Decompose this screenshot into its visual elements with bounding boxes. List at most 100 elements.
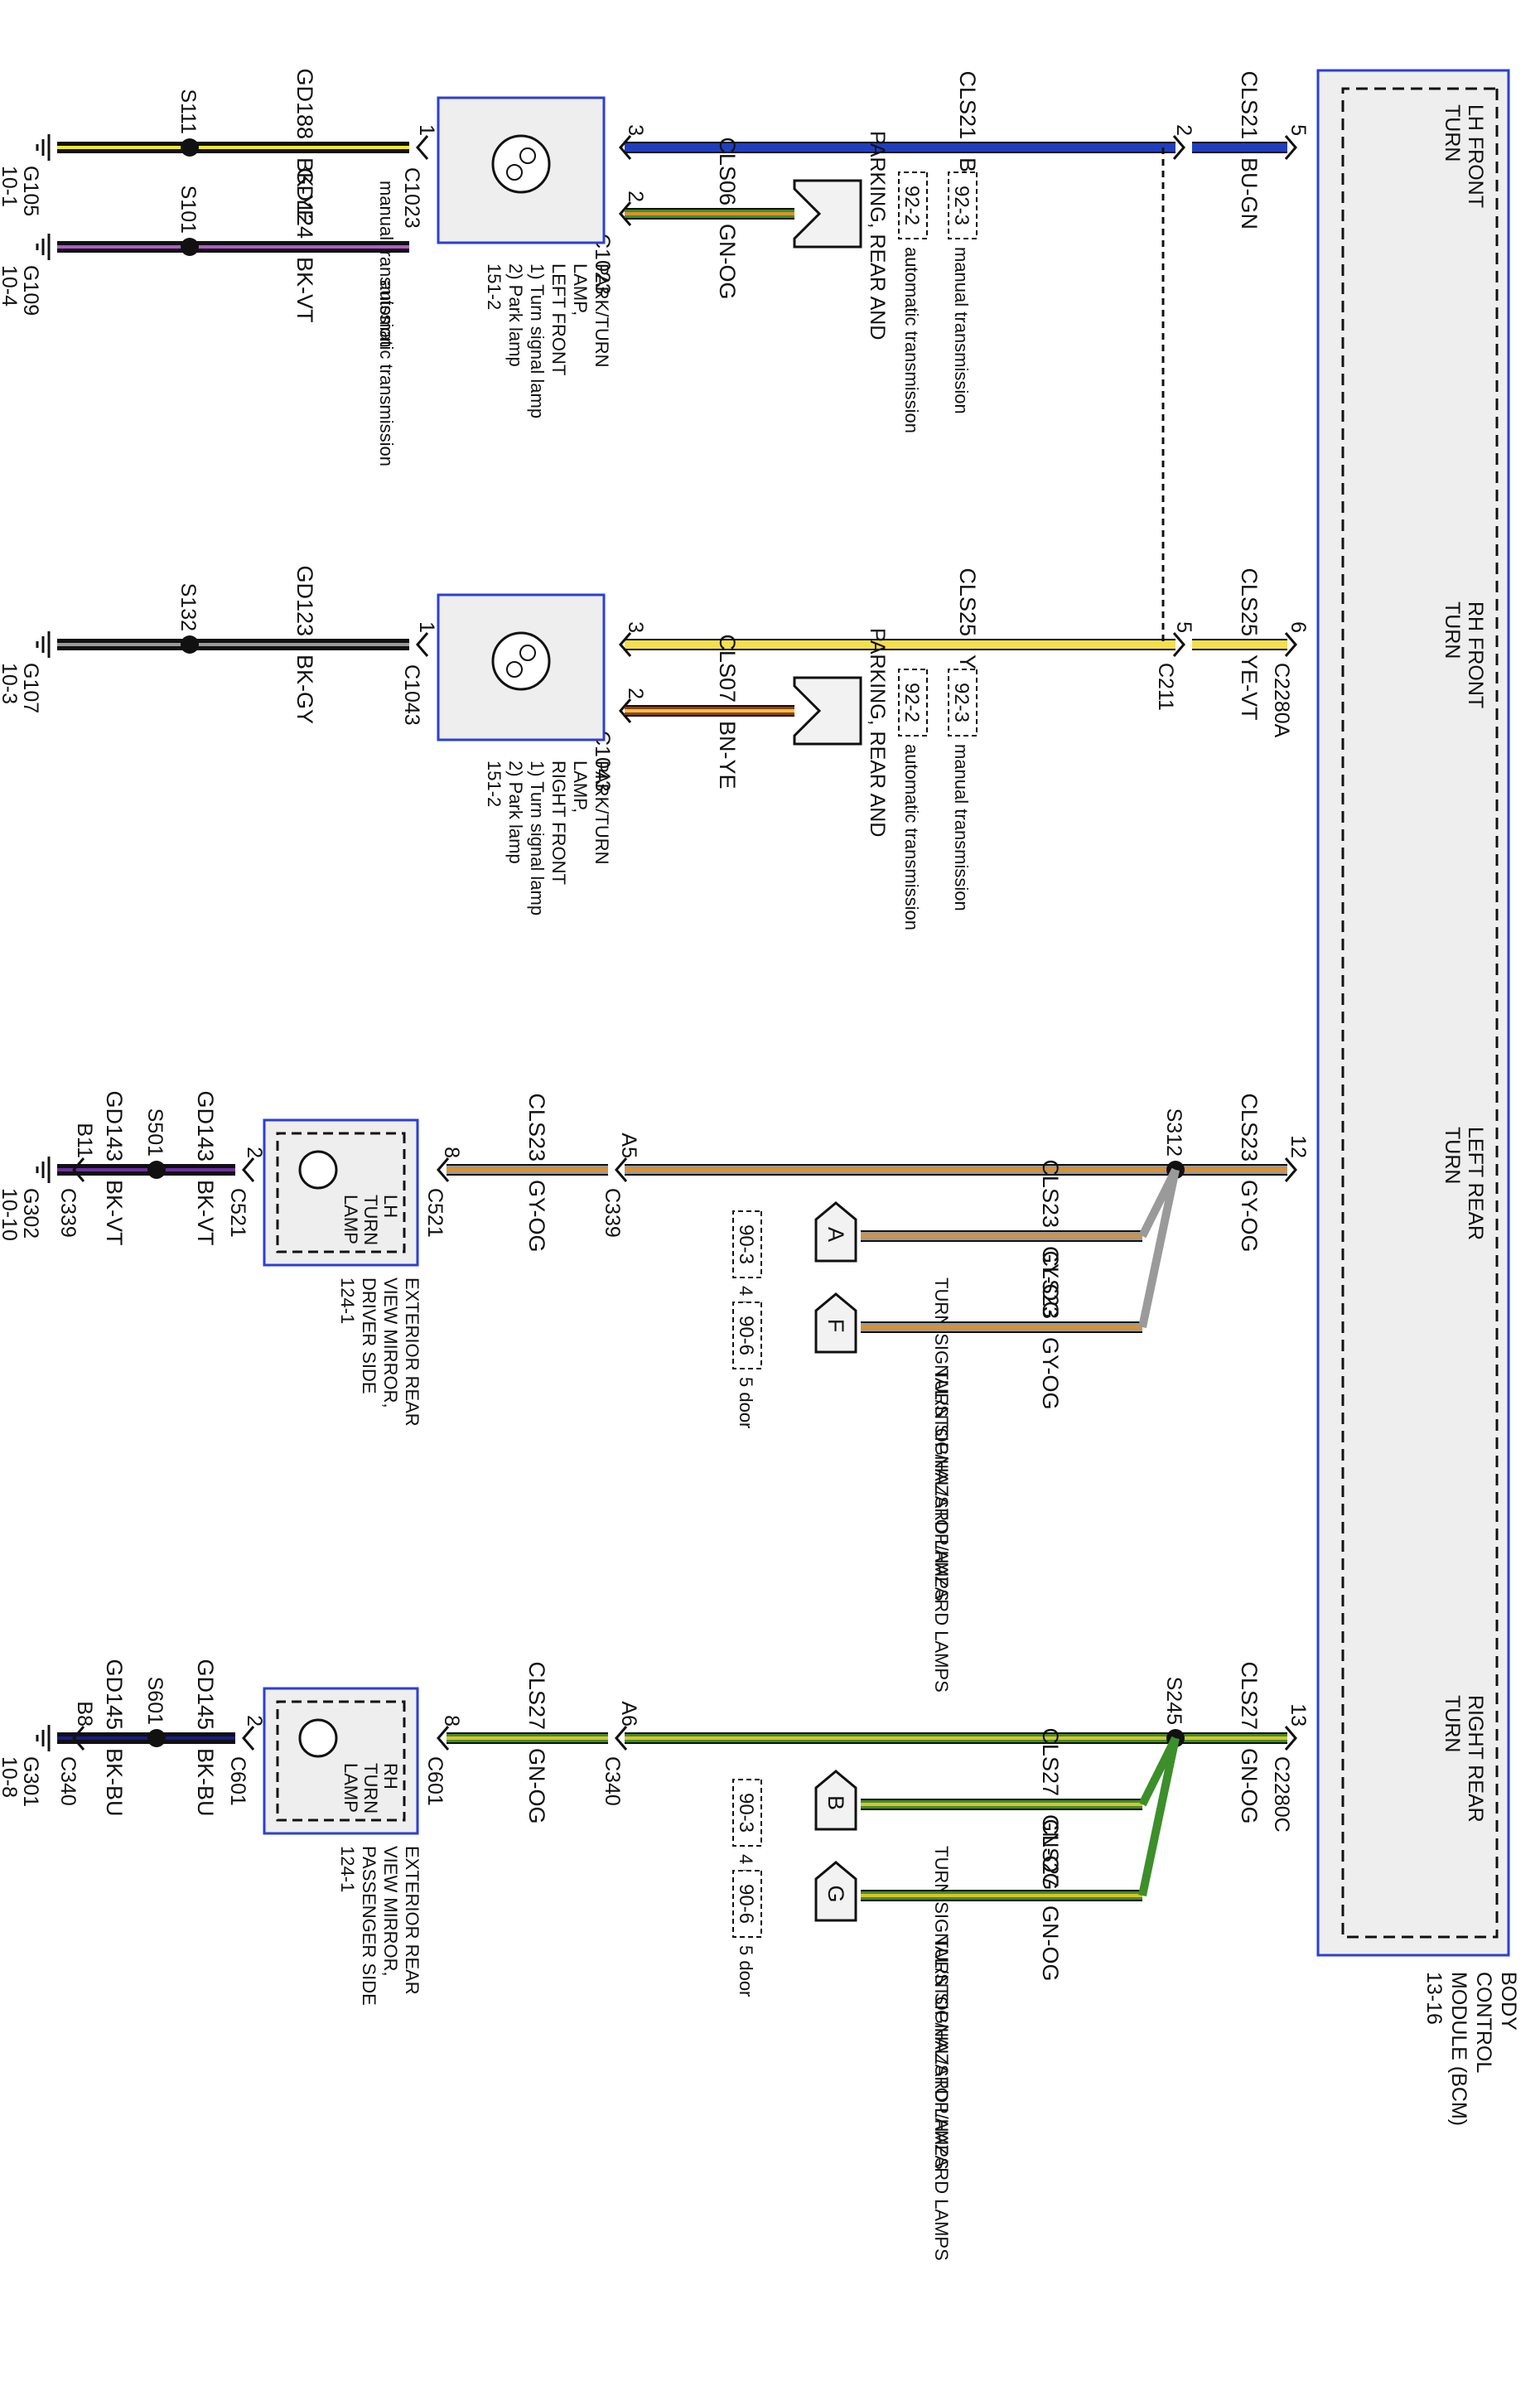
wire-circuit-label: CLS27 (1038, 1818, 1063, 1887)
wire-color-label: BK-BU (102, 1748, 127, 1817)
ground-pin: 2 (243, 1715, 266, 1727)
lamp-bulb (298, 1150, 338, 1190)
inline-chevron (615, 1157, 628, 1182)
wire-circuit-label: CLS23 (524, 1093, 549, 1162)
lamp-connector: C521 (423, 1188, 447, 1238)
ground-connector: C1023 (400, 167, 423, 229)
wire-circuit-label: CLS27 (524, 1661, 549, 1730)
lamp-label: RIGHT FRONT (548, 761, 569, 885)
lamp-label: 1) Turn signal lamp (527, 761, 548, 915)
wire-color-label: GN-OG (1038, 1905, 1063, 1982)
park-ref-page: 92-3 (950, 683, 973, 722)
park-ref-page-box (948, 171, 978, 239)
lamp-label: 151-2 (484, 761, 504, 807)
branch-joint (1138, 1736, 1180, 1897)
bcm-pin-number: 6 (1287, 621, 1310, 633)
wire-circuit-label: CLS21 (1237, 70, 1262, 139)
lamp-label: EXTERIOR REAR (402, 1846, 422, 1995)
wire-circuit-label: CLS23 (1237, 1093, 1262, 1162)
branch-tag: A (814, 1201, 857, 1263)
lamp-label: DRIVER SIDE (359, 1278, 379, 1394)
lamp-filament (519, 147, 536, 164)
park-ref-note: automatic transmission (901, 247, 922, 433)
tag-outline (814, 1201, 857, 1263)
wire-circuit-label: CLS06 (715, 137, 740, 205)
splice-label: S501 (143, 1108, 167, 1157)
wire-color-label: GY-OG (1038, 1246, 1063, 1319)
lamp-label: PARK/TURN (591, 761, 612, 865)
splice-label: S101 (176, 186, 200, 234)
lamp-pin-3: 3 (624, 621, 647, 633)
bcm-label: BODY (1497, 1972, 1520, 2031)
ground-page: 10-4 (0, 265, 21, 307)
branch-ref-page-box (732, 1870, 762, 1938)
bcm-label: MODULE (BCM) (1447, 1972, 1470, 2126)
ground-connector-id: C340 (56, 1756, 80, 1806)
lamp-wire (447, 1164, 608, 1176)
branch-ref-title: TURN SIGNAL/STOP/HAZARD LAMPS (931, 1937, 952, 2261)
lamp-pin-chevron (437, 1726, 450, 1751)
park-ref-page: 92-2 (900, 683, 923, 722)
lamp-wire (447, 1732, 608, 1744)
ground-connector-pin: B8 (73, 1701, 96, 1727)
inline-chevron (1172, 632, 1185, 657)
wire-circuit-label: CLS27 (1237, 1661, 1262, 1730)
wire-color-label: YE-VT (1237, 654, 1262, 721)
tag-letter: B (823, 1795, 848, 1810)
lamp-inner-label: LAMP (340, 1195, 361, 1244)
branch-ref-page-box (732, 1779, 762, 1847)
wire-circuit-label: GD145 (193, 1659, 218, 1730)
park-ref-page-box (898, 171, 928, 239)
ground-wire (57, 1732, 235, 1744)
bcm-module (1316, 69, 1510, 1957)
ground-connector: C601 (226, 1756, 249, 1806)
lamp-wire (625, 142, 1176, 153)
bcm-pin-name: TURN (1441, 1127, 1464, 1184)
ground-connector: C521 (226, 1188, 249, 1238)
bcm-wire (625, 1732, 1287, 1744)
wire-circuit-label: CLS25 (955, 568, 980, 636)
wire-color-label: GN-OG (524, 1748, 549, 1824)
wire-circuit-label: CLS23 (1038, 1250, 1063, 1319)
park-wire (625, 208, 794, 220)
inline-pin: 2 (1172, 124, 1195, 136)
ground-wire (57, 1164, 235, 1176)
park-destination-arrow (793, 676, 862, 746)
lamp-inner-label: TURN (360, 1763, 381, 1814)
lamp-label: 2) Park lamp (505, 761, 526, 864)
wire-stripe (57, 245, 409, 249)
lamp-label: PARK/TURN (591, 263, 612, 368)
park-destination-arrow (793, 179, 862, 249)
park-pin-chevron (619, 698, 632, 723)
branch-ref-page: 90-6 (735, 1884, 757, 1924)
bcm-pin-chevron (1284, 632, 1297, 657)
ground-splice (147, 1161, 166, 1179)
inline-connector: C340 (601, 1756, 624, 1806)
tag-letter: F (823, 1319, 848, 1333)
ground-id: G109 (19, 265, 42, 316)
inline-chevron (615, 1726, 628, 1751)
wire-stripe (861, 1234, 1142, 1238)
wire-color-label: BN-YE (715, 721, 740, 790)
inline-pin: A5 (617, 1133, 640, 1158)
wire-color-label: GY-OG (1038, 1337, 1063, 1410)
wire-stripe (625, 146, 1176, 149)
ground-id: G107 (19, 663, 42, 713)
bcm-wire (625, 1164, 1287, 1176)
lamp-module (263, 1118, 419, 1267)
bcm-pin-name: TURN (1441, 1695, 1464, 1752)
branch-tag: F (814, 1292, 857, 1354)
park-wire (625, 705, 794, 717)
bcm-pin-chevron (1284, 135, 1297, 160)
wire-circuit-label: GD145 (102, 1659, 127, 1730)
park-pin-chevron (619, 201, 632, 226)
wire-color-label: BK-VT (102, 1180, 127, 1246)
ground-connector-chevron (72, 1157, 85, 1182)
ground-pin-chevron (416, 632, 429, 657)
wire-circuit-label: CLS25 (1237, 568, 1262, 636)
splice-label: S312 (1162, 1108, 1185, 1157)
ground-splice (181, 238, 199, 256)
wire-stripe (625, 1736, 1287, 1740)
wire-color-label: BU-GN (1237, 157, 1262, 229)
lamp-inner-border (276, 1132, 406, 1253)
